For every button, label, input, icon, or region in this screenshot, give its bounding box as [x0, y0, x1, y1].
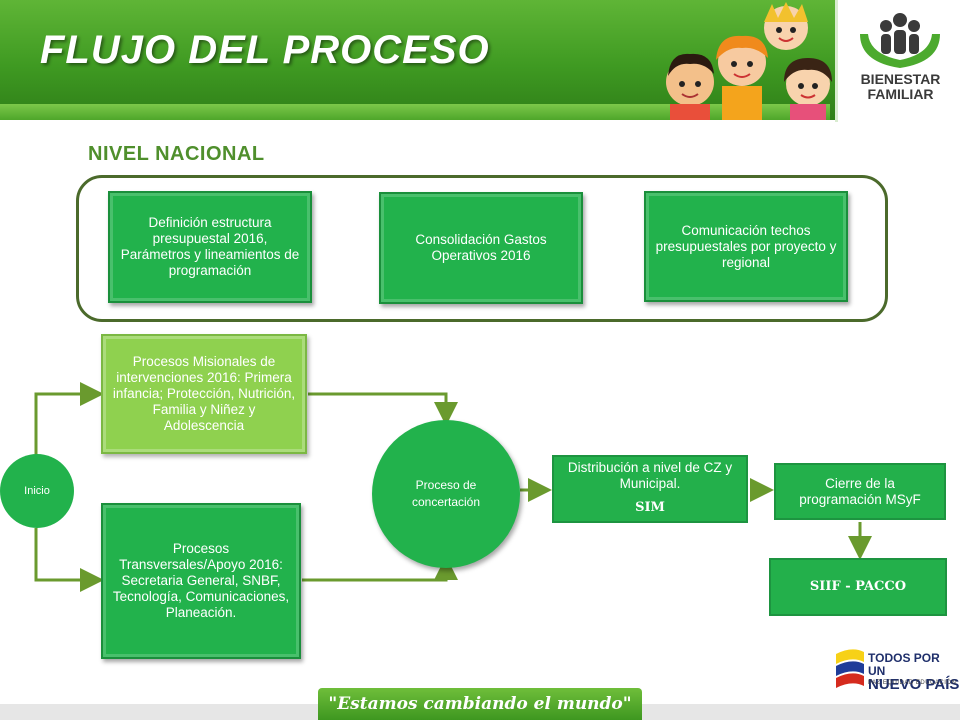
arrow-inicio-transversales — [34, 528, 104, 592]
box-definicion-estructura: Definición estructura presupuestal 2016,… — [108, 191, 312, 303]
box-procesos-misionales: Procesos Misionales de intervenciones 20… — [101, 334, 307, 454]
box-cierre-programacion: Cierre de la programación MSyF — [774, 463, 946, 520]
logo-line2: FAMILIAR — [867, 86, 934, 102]
gov-line2: NUEVO PAÍS — [868, 676, 960, 693]
start-label: Inicio — [24, 485, 50, 497]
box-comunicacion-techos: Comunicación techos presupuestales por p… — [644, 191, 848, 302]
box-distribucion: Distribución a nivel de CZ y Municipal. … — [552, 455, 748, 523]
children-illustration — [666, 2, 832, 120]
national-level-frame — [76, 175, 888, 322]
arrow-misionales-concertacion — [308, 392, 458, 426]
box-procesos-transversales: Procesos Transversales/Apoyo 2016: Secre… — [101, 503, 301, 659]
family-hands-icon — [860, 13, 940, 68]
box-siif-pacco: SIIF - PACCO — [769, 558, 947, 616]
slogan-banner: "Estamos cambiando el mundo" — [318, 688, 642, 720]
header-stripe — [0, 104, 830, 120]
gov-line1: TODOS POR UN — [868, 651, 940, 678]
box-consolidacion-gastos: Consolidación Gastos Operativos 2016 — [379, 192, 583, 304]
arrow-inicio-misionales — [34, 382, 104, 458]
colombia-flag-icon — [836, 649, 864, 688]
concertacion-node: Proceso de concertación — [372, 420, 520, 568]
section-subtitle: NIVEL NACIONAL — [88, 143, 265, 165]
distribucion-label: Distribución a nivel de CZ y Municipal. — [567, 460, 733, 491]
bienestar-familiar-logo: BIENESTAR FAMILIAR — [835, 0, 960, 122]
page-title: FLUJO DEL PROCESO — [40, 28, 490, 72]
logo-line1: BIENESTAR — [860, 71, 941, 87]
concertacion-label: Proceso de concertación — [411, 478, 481, 509]
distribucion-sim-label: SIM — [635, 500, 665, 515]
gov-logo-text: TODOS POR UN NUEVO PAÍS — [868, 651, 960, 693]
gov-tagline: PAZ EQUIDAD EDUCACIÓN — [868, 680, 957, 686]
start-node: Inicio — [0, 454, 74, 528]
